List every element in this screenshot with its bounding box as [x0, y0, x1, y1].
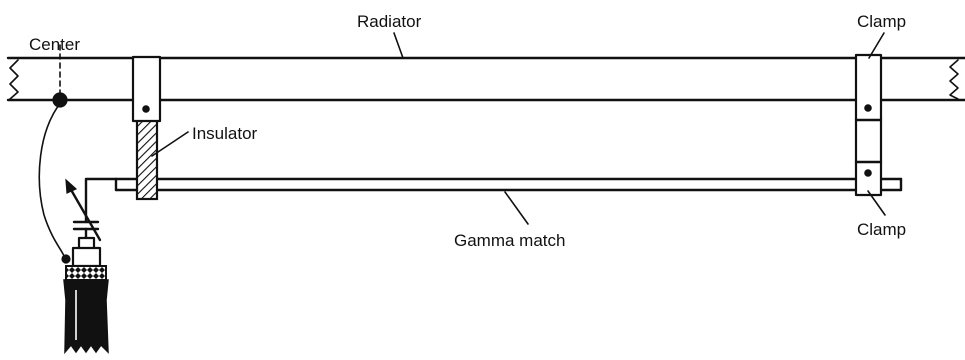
gamma-rod — [114, 177, 903, 192]
radiator-tube — [6, 56, 965, 102]
center-feed-point — [52, 92, 68, 108]
coax-shield-point — [61, 254, 71, 264]
insulator-label: Insulator — [192, 124, 258, 143]
center-label: Center — [29, 35, 81, 54]
radiator-label: Radiator — [357, 12, 422, 31]
clamp-top-leader — [868, 32, 885, 59]
insulator-body — [135, 118, 159, 201]
clamp-bottom-leader — [867, 190, 886, 216]
radiator-right-break — [949, 59, 959, 100]
coax-braid — [65, 265, 107, 281]
radiator-left-break — [9, 59, 19, 100]
left-clamp-bolt — [142, 105, 150, 113]
right-clamp-upper-bolt — [864, 104, 872, 112]
variable-capacitor — [65, 178, 102, 242]
coax-connector — [71, 246, 102, 268]
shield-wire — [38, 100, 66, 259]
coax-cable — [63, 279, 109, 355]
right-clamp-lower-bolt — [864, 169, 872, 177]
clamp-bottom-label: Clamp — [857, 220, 907, 239]
gamma-match-leader — [504, 191, 529, 225]
clamp-top-label: Clamp — [857, 12, 907, 31]
gamma-match-label: Gamma match — [454, 231, 566, 250]
radiator-leader — [393, 32, 404, 59]
insulator-leader — [151, 131, 189, 157]
gamma-feed-wire — [84, 177, 118, 224]
